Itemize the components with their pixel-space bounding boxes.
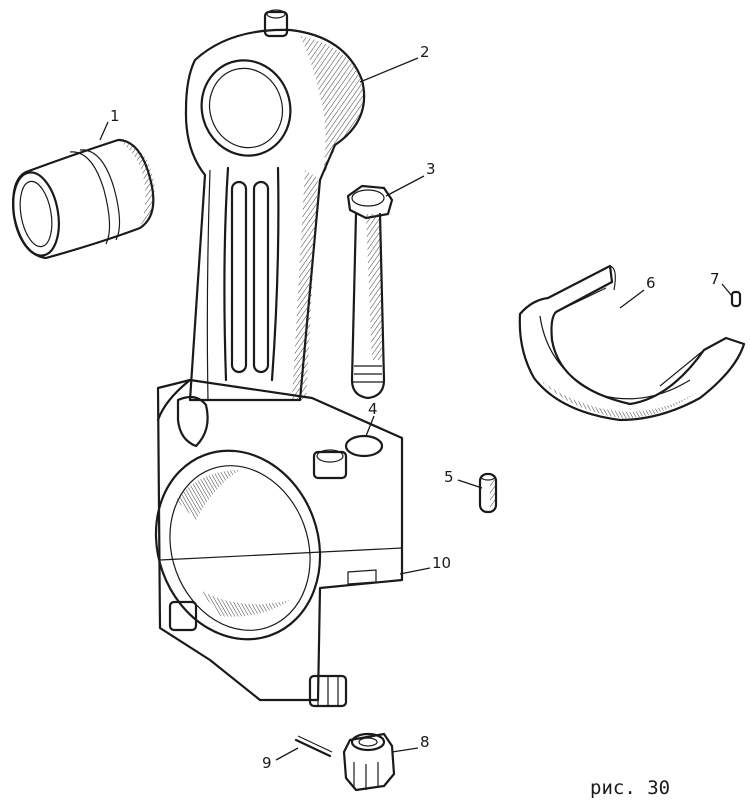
callout-5: 5 (444, 468, 454, 486)
figure-caption: рис. 30 (590, 777, 670, 799)
part-6-bearing-shell (518, 264, 746, 422)
part-2-connecting-rod (154, 9, 404, 708)
callout-4: 4 (368, 400, 378, 418)
callout-labels: 1 2 3 4 5 6 7 8 9 10 (110, 43, 720, 772)
part-3-bolt (346, 184, 394, 400)
part-7-small-pin (730, 290, 742, 308)
part-1-bushing (12, 138, 155, 260)
callout-10: 10 (432, 554, 451, 572)
callout-2: 2 (420, 43, 430, 61)
part-5-dowel-pin (478, 472, 498, 514)
callout-7: 7 (710, 270, 720, 288)
callout-1: 1 (110, 107, 120, 125)
part-8-castle-nut (342, 732, 396, 792)
callout-3: 3 (426, 160, 436, 178)
callout-8: 8 (420, 733, 430, 751)
callout-9: 9 (262, 754, 272, 772)
callout-6: 6 (646, 274, 656, 292)
part-9-cotter-pin (294, 735, 333, 758)
leader-lines (99, 57, 733, 761)
